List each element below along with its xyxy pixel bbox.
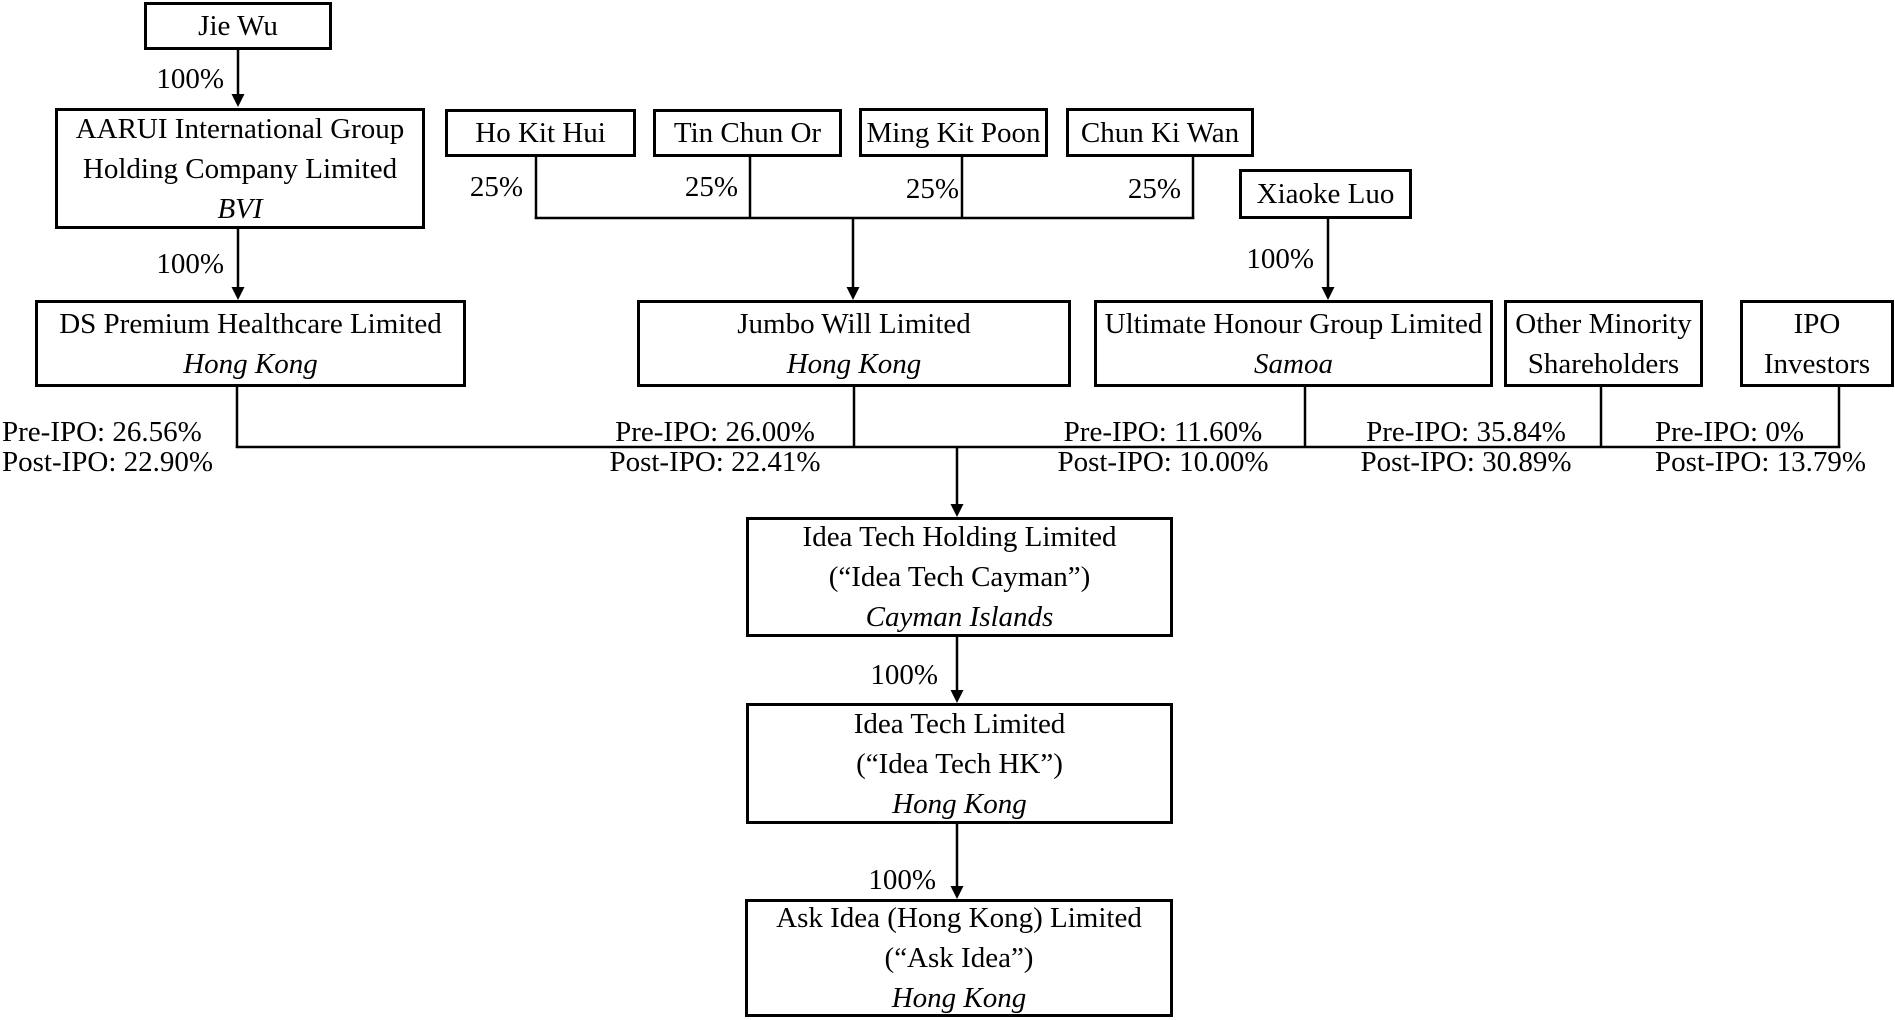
node-label-line2: Investors [1763, 347, 1871, 380]
edge-label-aarui-ds: 100% [156, 248, 224, 280]
node-label-line1: IPO [1793, 307, 1841, 340]
node-idea-tech-hk: Idea Tech Limited (“Idea Tech HK”) Hong … [746, 703, 1173, 824]
node-jurisdiction: Hong Kong [892, 787, 1027, 820]
node-label: Ho Kit Hui [475, 117, 606, 149]
post-ipo-stake: Post-IPO: 10.00% [1057, 446, 1269, 478]
node-ipo-investors: IPO Investors [1740, 300, 1894, 387]
post-ipo-stake: Post-IPO: 22.90% [2, 446, 214, 478]
node-aarui: AARUI International Group Holding Compan… [55, 108, 425, 229]
arrowhead-ds [231, 287, 245, 300]
edge-label-ho-jumbo: 25% [469, 171, 523, 203]
arrowheads [231, 94, 1335, 899]
post-ipo-stake: Post-IPO: 13.79% [1655, 446, 1867, 478]
node-jurisdiction: BVI [217, 192, 263, 225]
arrowhead-hk [950, 690, 964, 703]
node-label: Ming Kit Poon [866, 116, 1041, 149]
node-jie-wu: Jie Wu [144, 2, 332, 50]
node-label: Jumbo Will Limited [737, 307, 971, 340]
node-other-minority-shareholders: Other Minority Shareholders [1504, 300, 1703, 387]
node-idea-tech-cayman: Idea Tech Holding Limited (“Idea Tech Ca… [746, 517, 1173, 637]
edge-lines [235, 50, 1841, 887]
node-label-line2: Shareholders [1527, 347, 1680, 380]
pre-ipo-stake: Pre-IPO: 26.00% [615, 416, 815, 448]
arrowhead-askidea [950, 886, 964, 899]
node-jurisdiction: Hong Kong [891, 982, 1027, 1014]
arrowhead-ultimate [1321, 287, 1335, 300]
edge-label-chun-jumbo: 25% [1127, 173, 1181, 205]
post-ipo-stake: Post-IPO: 22.41% [609, 446, 821, 478]
node-jurisdiction: Samoa [1254, 347, 1333, 380]
node-label-line1: Other Minority [1515, 307, 1692, 340]
node-xiaoke-luo: Xiaoke Luo [1239, 169, 1412, 219]
node-ask-idea: Ask Idea (Hong Kong) Limited (“Ask Idea”… [745, 899, 1173, 1017]
node-label: DS Premium Healthcare Limited [59, 307, 442, 340]
node-ultimate-honour: Ultimate Honour Group Limited Samoa [1094, 300, 1493, 387]
node-label: Jie Wu [198, 10, 278, 42]
edge-label-tin-jumbo: 25% [684, 171, 738, 203]
edge-label-hk-askidea: 100% [868, 864, 936, 896]
node-jumbo-will: Jumbo Will Limited Hong Kong [637, 300, 1071, 387]
node-label: Chun Ki Wan [1080, 116, 1240, 149]
stake-other-minority: Pre-IPO: 35.84% Post-IPO: 30.89% [1306, 417, 1626, 477]
pre-ipo-stake: Pre-IPO: 11.60% [1063, 416, 1263, 448]
node-alias: (“Idea Tech HK”) [856, 747, 1063, 780]
edge-label-cayman-hk: 100% [870, 659, 938, 691]
edge-label-jie-aarui: 100% [156, 63, 224, 95]
node-alias: (“Idea Tech Cayman”) [828, 561, 1091, 593]
node-label: Idea Tech Holding Limited [802, 521, 1117, 553]
node-ho-kit-hui: Ho Kit Hui [445, 109, 636, 157]
node-label: Ask Idea (Hong Kong) Limited [776, 902, 1142, 934]
edge-label-ming-jumbo: 25% [905, 173, 959, 205]
node-label-line2: Holding Company Limited [82, 152, 398, 185]
stake-ultimate-honour: Pre-IPO: 11.60% Post-IPO: 10.00% [1003, 417, 1323, 477]
post-ipo-stake: Post-IPO: 30.89% [1360, 446, 1572, 478]
node-jurisdiction: Hong Kong [786, 347, 922, 380]
node-label: Idea Tech Limited [853, 707, 1066, 740]
node-label: Ultimate Honour Group Limited [1104, 307, 1483, 340]
stake-ipo-investors: Pre-IPO: 0% Post-IPO: 13.79% [1655, 417, 1866, 477]
node-ming-kit-poon: Ming Kit Poon [859, 108, 1048, 157]
pre-ipo-stake: Pre-IPO: 0% [1655, 416, 1805, 448]
node-label: Tin Chun Or [673, 117, 822, 149]
node-jurisdiction: Hong Kong [183, 347, 318, 380]
node-jurisdiction: Cayman Islands [865, 601, 1054, 633]
pre-ipo-stake: Pre-IPO: 35.84% [1366, 416, 1566, 448]
arrowhead-aarui [231, 94, 245, 107]
arrowhead-jumbo [846, 287, 860, 300]
node-label: Xiaoke Luo [1256, 178, 1395, 210]
pre-ipo-stake: Pre-IPO: 26.56% [2, 416, 202, 448]
stake-ds-premium: Pre-IPO: 26.56% Post-IPO: 22.90% [2, 417, 213, 477]
node-label-line1: AARUI International Group [75, 112, 405, 145]
stake-jumbo-will: Pre-IPO: 26.00% Post-IPO: 22.41% [555, 417, 875, 477]
arrowhead-cayman [950, 504, 964, 517]
node-tin-chun-or: Tin Chun Or [653, 109, 842, 157]
node-chun-ki-wan: Chun Ki Wan [1066, 108, 1254, 157]
node-ds-premium: DS Premium Healthcare Limited Hong Kong [35, 300, 466, 387]
node-alias: (“Ask Idea”) [884, 942, 1034, 974]
edge-label-xiaoke-ultimate: 100% [1246, 243, 1314, 275]
